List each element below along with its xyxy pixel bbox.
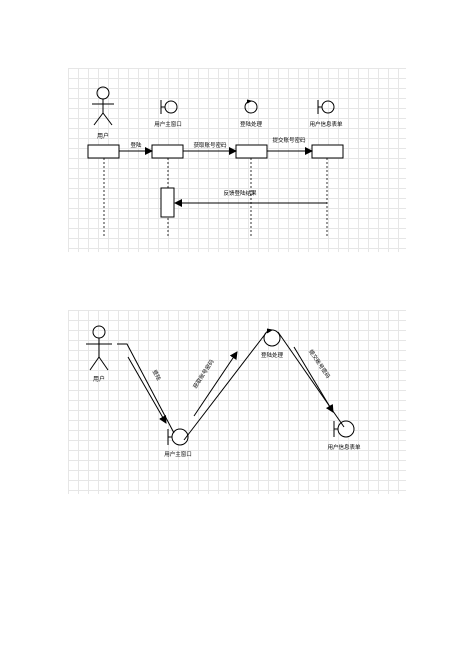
actor-label: 用户 — [93, 375, 105, 383]
message-arrow-login — [127, 356, 167, 424]
object-label-main-window: 用户主窗口 — [154, 120, 182, 128]
message-label-login-result: 反馈登陆结果 — [223, 189, 257, 197]
message-label-get-credentials: 获取账号密码 — [191, 357, 216, 389]
message-label-login: 登陆 — [130, 141, 142, 149]
control-object-icon — [263, 328, 281, 347]
activation-box-user-info-form — [311, 144, 344, 159]
object-label-user-info-form: 用户信息表单 — [309, 120, 343, 128]
sequence-diagram-panel — [68, 68, 406, 252]
boundary-object-icon — [317, 100, 335, 114]
activation-box-main-window — [151, 144, 184, 159]
object-label-login-handler: 登陆处理 — [261, 351, 284, 359]
message-arrow-submit-credentials — [293, 346, 334, 413]
boundary-object-icon — [167, 428, 189, 446]
link-main-window-login-handler — [183, 332, 267, 441]
actor-user-icon — [86, 325, 112, 371]
communication-diagram-panel — [68, 310, 406, 494]
activation-box-user — [87, 144, 120, 159]
message-arrow-get-credentials — [193, 351, 238, 417]
object-label-login-handler: 登陆处理 — [240, 120, 263, 128]
boundary-object-icon — [333, 420, 355, 438]
link-login-handler-user-info-form — [277, 331, 345, 428]
object-label-user-info-form: 用户信息表单 — [327, 443, 361, 451]
message-label-submit-credentials: 提交账号密码 — [272, 136, 306, 144]
boundary-object-icon — [160, 100, 178, 114]
message-label-get-credentials: 获取账号密码 — [193, 141, 227, 149]
actor-label: 用户 — [97, 132, 109, 140]
message-label-login: 登陆 — [151, 368, 164, 382]
control-object-icon — [244, 99, 258, 114]
activation-box-result — [160, 187, 175, 218]
object-label-main-window: 用户主窗口 — [164, 450, 192, 458]
link-user-main-window — [117, 343, 175, 434]
activation-box-login-handler — [235, 144, 268, 159]
actor-user-icon — [92, 86, 114, 126]
